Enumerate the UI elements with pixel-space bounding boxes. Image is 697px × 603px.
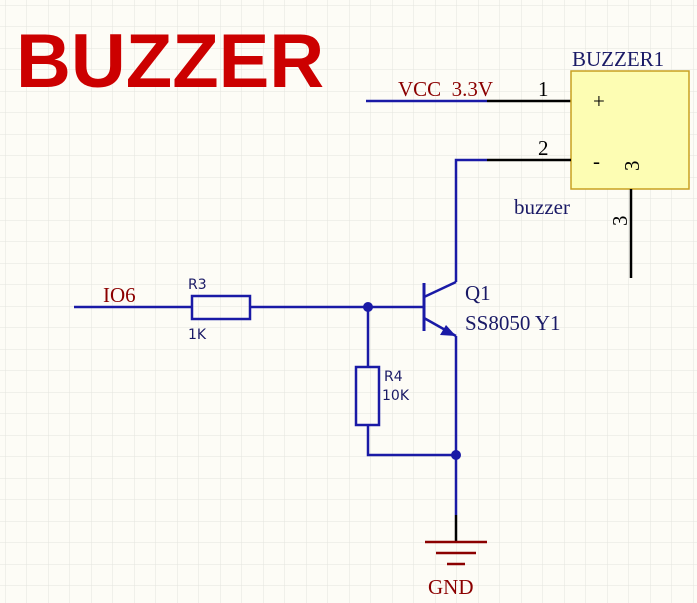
r4-designator: R4 bbox=[384, 369, 403, 385]
q1-emitter-arrow bbox=[440, 325, 456, 336]
buzzer-designator: BUZZER1 bbox=[572, 47, 664, 71]
gnd-net-label: GND bbox=[428, 575, 474, 599]
r4-value: 10K bbox=[382, 388, 410, 404]
schematic-title: BUZZER bbox=[16, 19, 324, 104]
q1-collector-lead bbox=[423, 280, 457, 299]
buzzer-net-label: buzzer bbox=[514, 195, 570, 219]
buzzer-plus-label: + bbox=[593, 89, 605, 113]
r4-bottom-wire bbox=[366, 425, 456, 457]
q1-part-number: SS8050 Y1 bbox=[465, 311, 561, 335]
gnd-junction bbox=[451, 450, 461, 460]
io6-net-label: IO6 bbox=[103, 283, 136, 307]
r3-designator: R3 bbox=[188, 277, 207, 293]
buzzer-pin1-number: 1 bbox=[538, 77, 549, 101]
vcc-net-label: VCC 3.3V bbox=[398, 77, 493, 101]
buzzer-body bbox=[570, 70, 690, 190]
collector-wire bbox=[454, 158, 487, 282]
r3-value: 1K bbox=[188, 327, 207, 343]
buzzer-minus-label: - bbox=[593, 149, 600, 173]
buzzer-pin2-number: 2 bbox=[538, 136, 549, 160]
buzzer-inner-pin3-label: 3 bbox=[620, 161, 644, 172]
ground-symbol bbox=[425, 540, 487, 566]
q1-designator: Q1 bbox=[465, 281, 491, 305]
buzzer-pin3-number: 3 bbox=[608, 216, 632, 227]
